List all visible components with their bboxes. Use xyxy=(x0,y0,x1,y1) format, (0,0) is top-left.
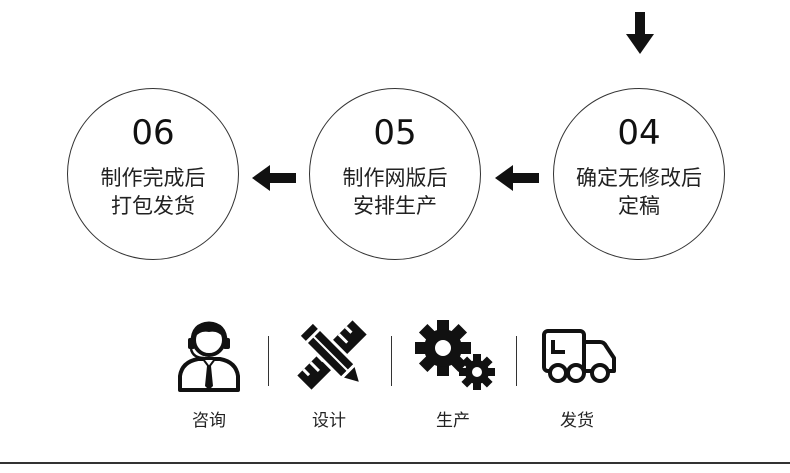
step-text-line1: 制作完成后 xyxy=(100,166,206,190)
gears-icon xyxy=(415,320,495,390)
bottom-divider xyxy=(0,462,790,464)
service-design xyxy=(287,320,377,390)
step-number: 06 xyxy=(131,113,175,153)
service-label: 咨询 xyxy=(192,411,226,431)
consultant-icon xyxy=(178,321,240,392)
service-delivery xyxy=(534,326,624,388)
step-text-line2: 安排生产 xyxy=(353,194,437,218)
separator xyxy=(391,336,392,386)
step-04-circle: 04 确定无修改后 定稿 xyxy=(553,88,725,260)
step-06-circle: 06 制作完成后 打包发货 xyxy=(67,88,239,260)
service-label: 生产 xyxy=(436,411,470,431)
step-05-circle: 05 制作网版后 安排生产 xyxy=(309,88,481,260)
service-consult xyxy=(164,318,254,392)
service-label: 发货 xyxy=(560,411,594,431)
separator xyxy=(516,336,517,386)
step-text-line1: 制作网版后 xyxy=(342,166,448,190)
step-text-line2: 打包发货 xyxy=(111,194,195,218)
step-number: 04 xyxy=(617,113,661,153)
step-number: 05 xyxy=(373,113,417,153)
pencil-ruler-icon xyxy=(296,320,367,390)
step-text-line2: 定稿 xyxy=(618,194,660,218)
down-arrow-icon xyxy=(626,12,654,54)
truck-icon xyxy=(542,329,616,383)
left-arrow-icon xyxy=(495,165,539,191)
left-arrow-icon xyxy=(252,165,296,191)
service-production xyxy=(410,320,500,392)
step-text-line1: 确定无修改后 xyxy=(576,166,702,190)
service-label: 设计 xyxy=(312,411,346,431)
separator xyxy=(268,336,269,386)
